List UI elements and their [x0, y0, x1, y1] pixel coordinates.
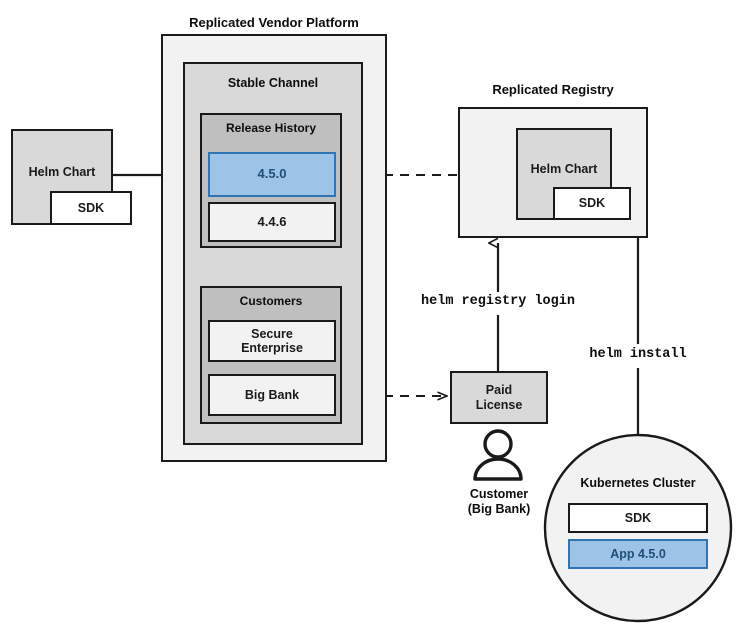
command-helm-install: helm install: [589, 347, 687, 362]
cluster-component-sdk: SDK: [568, 503, 708, 533]
person-icon: [473, 429, 523, 481]
kubernetes-cluster-label: Kubernetes Cluster: [580, 476, 696, 490]
customer-item-big-bank[interactable]: Big Bank: [208, 374, 336, 416]
customer-item-secure-enterprise[interactable]: Secure Enterprise: [208, 320, 336, 362]
command-helm-registry-login: helm registry login: [421, 294, 575, 309]
paid-license-box: Paid License: [450, 371, 548, 424]
registry-helm-chart-sdk: SDK: [553, 187, 631, 220]
customers-label: Customers: [239, 294, 303, 308]
source-helm-chart-sdk: SDK: [50, 191, 132, 225]
release-item-446[interactable]: 4.4.6: [208, 202, 336, 242]
customer-actor-label: Customer (Big Bank): [467, 487, 531, 516]
registry-title: Replicated Registry: [492, 82, 614, 97]
vendor-platform-title: Replicated Vendor Platform: [189, 15, 359, 30]
stable-channel-label: Stable Channel: [227, 76, 319, 90]
release-item-450[interactable]: 4.5.0: [208, 152, 336, 197]
cluster-component-app: App 4.5.0: [568, 539, 708, 569]
source-helm-chart: Helm Chart: [11, 129, 113, 225]
release-history-label: Release History: [225, 121, 317, 135]
